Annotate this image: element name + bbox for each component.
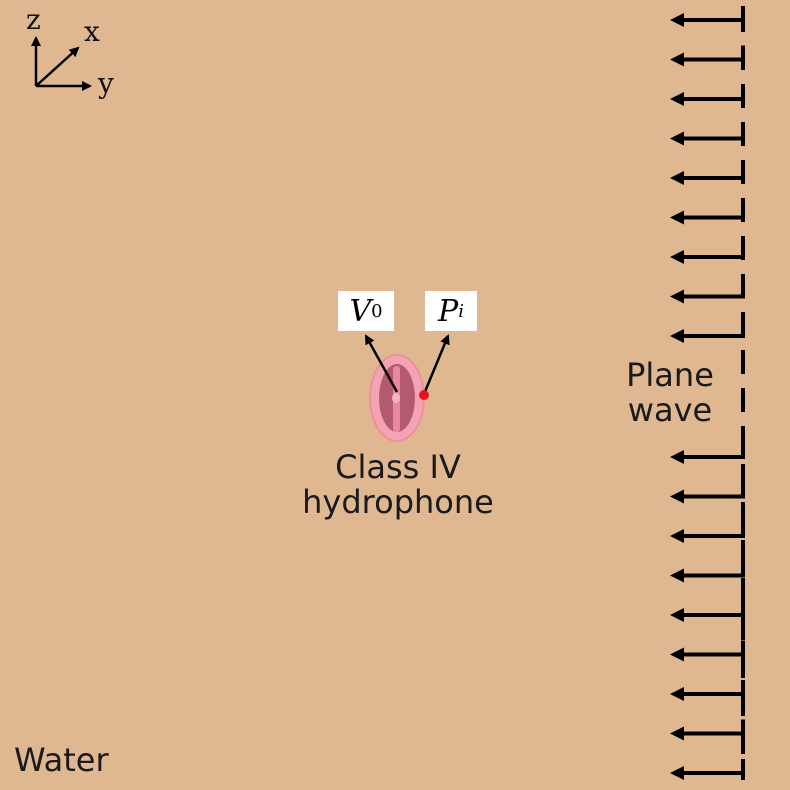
wave-arrow bbox=[670, 601, 745, 622]
pressure-subscript: i bbox=[458, 300, 464, 322]
voltage-symbol: V bbox=[349, 293, 372, 329]
wave-arrow-head bbox=[670, 171, 684, 185]
x-axis-arrow bbox=[35, 46, 80, 87]
wave-arrow-head bbox=[670, 568, 684, 583]
wave-arrow-head bbox=[670, 13, 684, 27]
wave-arrow bbox=[670, 680, 745, 701]
plane-wave-arrows bbox=[670, 6, 745, 780]
y-axis-label: y bbox=[98, 67, 114, 100]
wave-arrow-head bbox=[670, 687, 684, 701]
voltage-subscript: 0 bbox=[371, 300, 383, 322]
wave-arrow-head bbox=[670, 210, 684, 225]
wave-arrow-head bbox=[670, 489, 684, 504]
wave-arrow bbox=[670, 45, 745, 67]
wave-arrow bbox=[670, 124, 745, 146]
wave-arrow-head bbox=[670, 608, 684, 622]
wave-arrow bbox=[670, 561, 745, 583]
wave-arrow bbox=[670, 164, 745, 185]
pressure-pointer-arrow bbox=[422, 334, 450, 395]
pressure-sensor-point bbox=[419, 390, 429, 400]
wave-arrow-head bbox=[670, 131, 684, 146]
hydrophone-label-line1: Class IV bbox=[335, 448, 461, 486]
hydrophone-label: Class IV hydrophone bbox=[270, 448, 526, 522]
coordinate-axes bbox=[31, 36, 92, 91]
x-axis-label: x bbox=[84, 15, 100, 48]
wave-arrow bbox=[670, 522, 745, 543]
wave-arrow bbox=[670, 443, 745, 464]
pressure-symbol: P bbox=[438, 293, 459, 329]
wave-arrow-head bbox=[670, 250, 684, 264]
wave-arrow-head bbox=[670, 52, 684, 67]
medium-label: Water bbox=[14, 741, 109, 779]
voltage-pointer-arrow bbox=[364, 334, 399, 393]
plane-wave-label-line1: Plane bbox=[626, 356, 714, 394]
plane-wave-label-line2: wave bbox=[627, 391, 713, 430]
wave-arrow bbox=[670, 482, 745, 504]
wave-arrow bbox=[670, 243, 745, 264]
wave-arrow bbox=[670, 322, 745, 343]
hydrophone-label-line2: hydrophone bbox=[302, 483, 494, 522]
wave-arrow-head bbox=[670, 289, 684, 304]
wave-arrow-head bbox=[670, 529, 684, 543]
hydrophone-center-dot bbox=[392, 393, 400, 403]
wave-arrow-head bbox=[670, 766, 684, 780]
wave-arrow bbox=[670, 640, 745, 662]
wave-arrow bbox=[670, 203, 745, 225]
wave-arrow bbox=[670, 6, 745, 27]
z-axis-label: z bbox=[26, 3, 41, 36]
wave-arrow-head bbox=[670, 726, 684, 741]
wave-arrow-head bbox=[670, 450, 684, 464]
wave-arrow-head bbox=[670, 92, 684, 106]
plane-wave-label: Plane wave bbox=[612, 356, 728, 430]
wave-arrow-head bbox=[670, 329, 684, 343]
wave-arrow bbox=[670, 719, 745, 741]
wave-arrow bbox=[670, 759, 745, 780]
hydrophone-graphic bbox=[369, 354, 425, 442]
wave-arrow bbox=[670, 85, 745, 106]
wave-arrow-head bbox=[670, 647, 684, 662]
wave-arrow bbox=[670, 282, 745, 304]
